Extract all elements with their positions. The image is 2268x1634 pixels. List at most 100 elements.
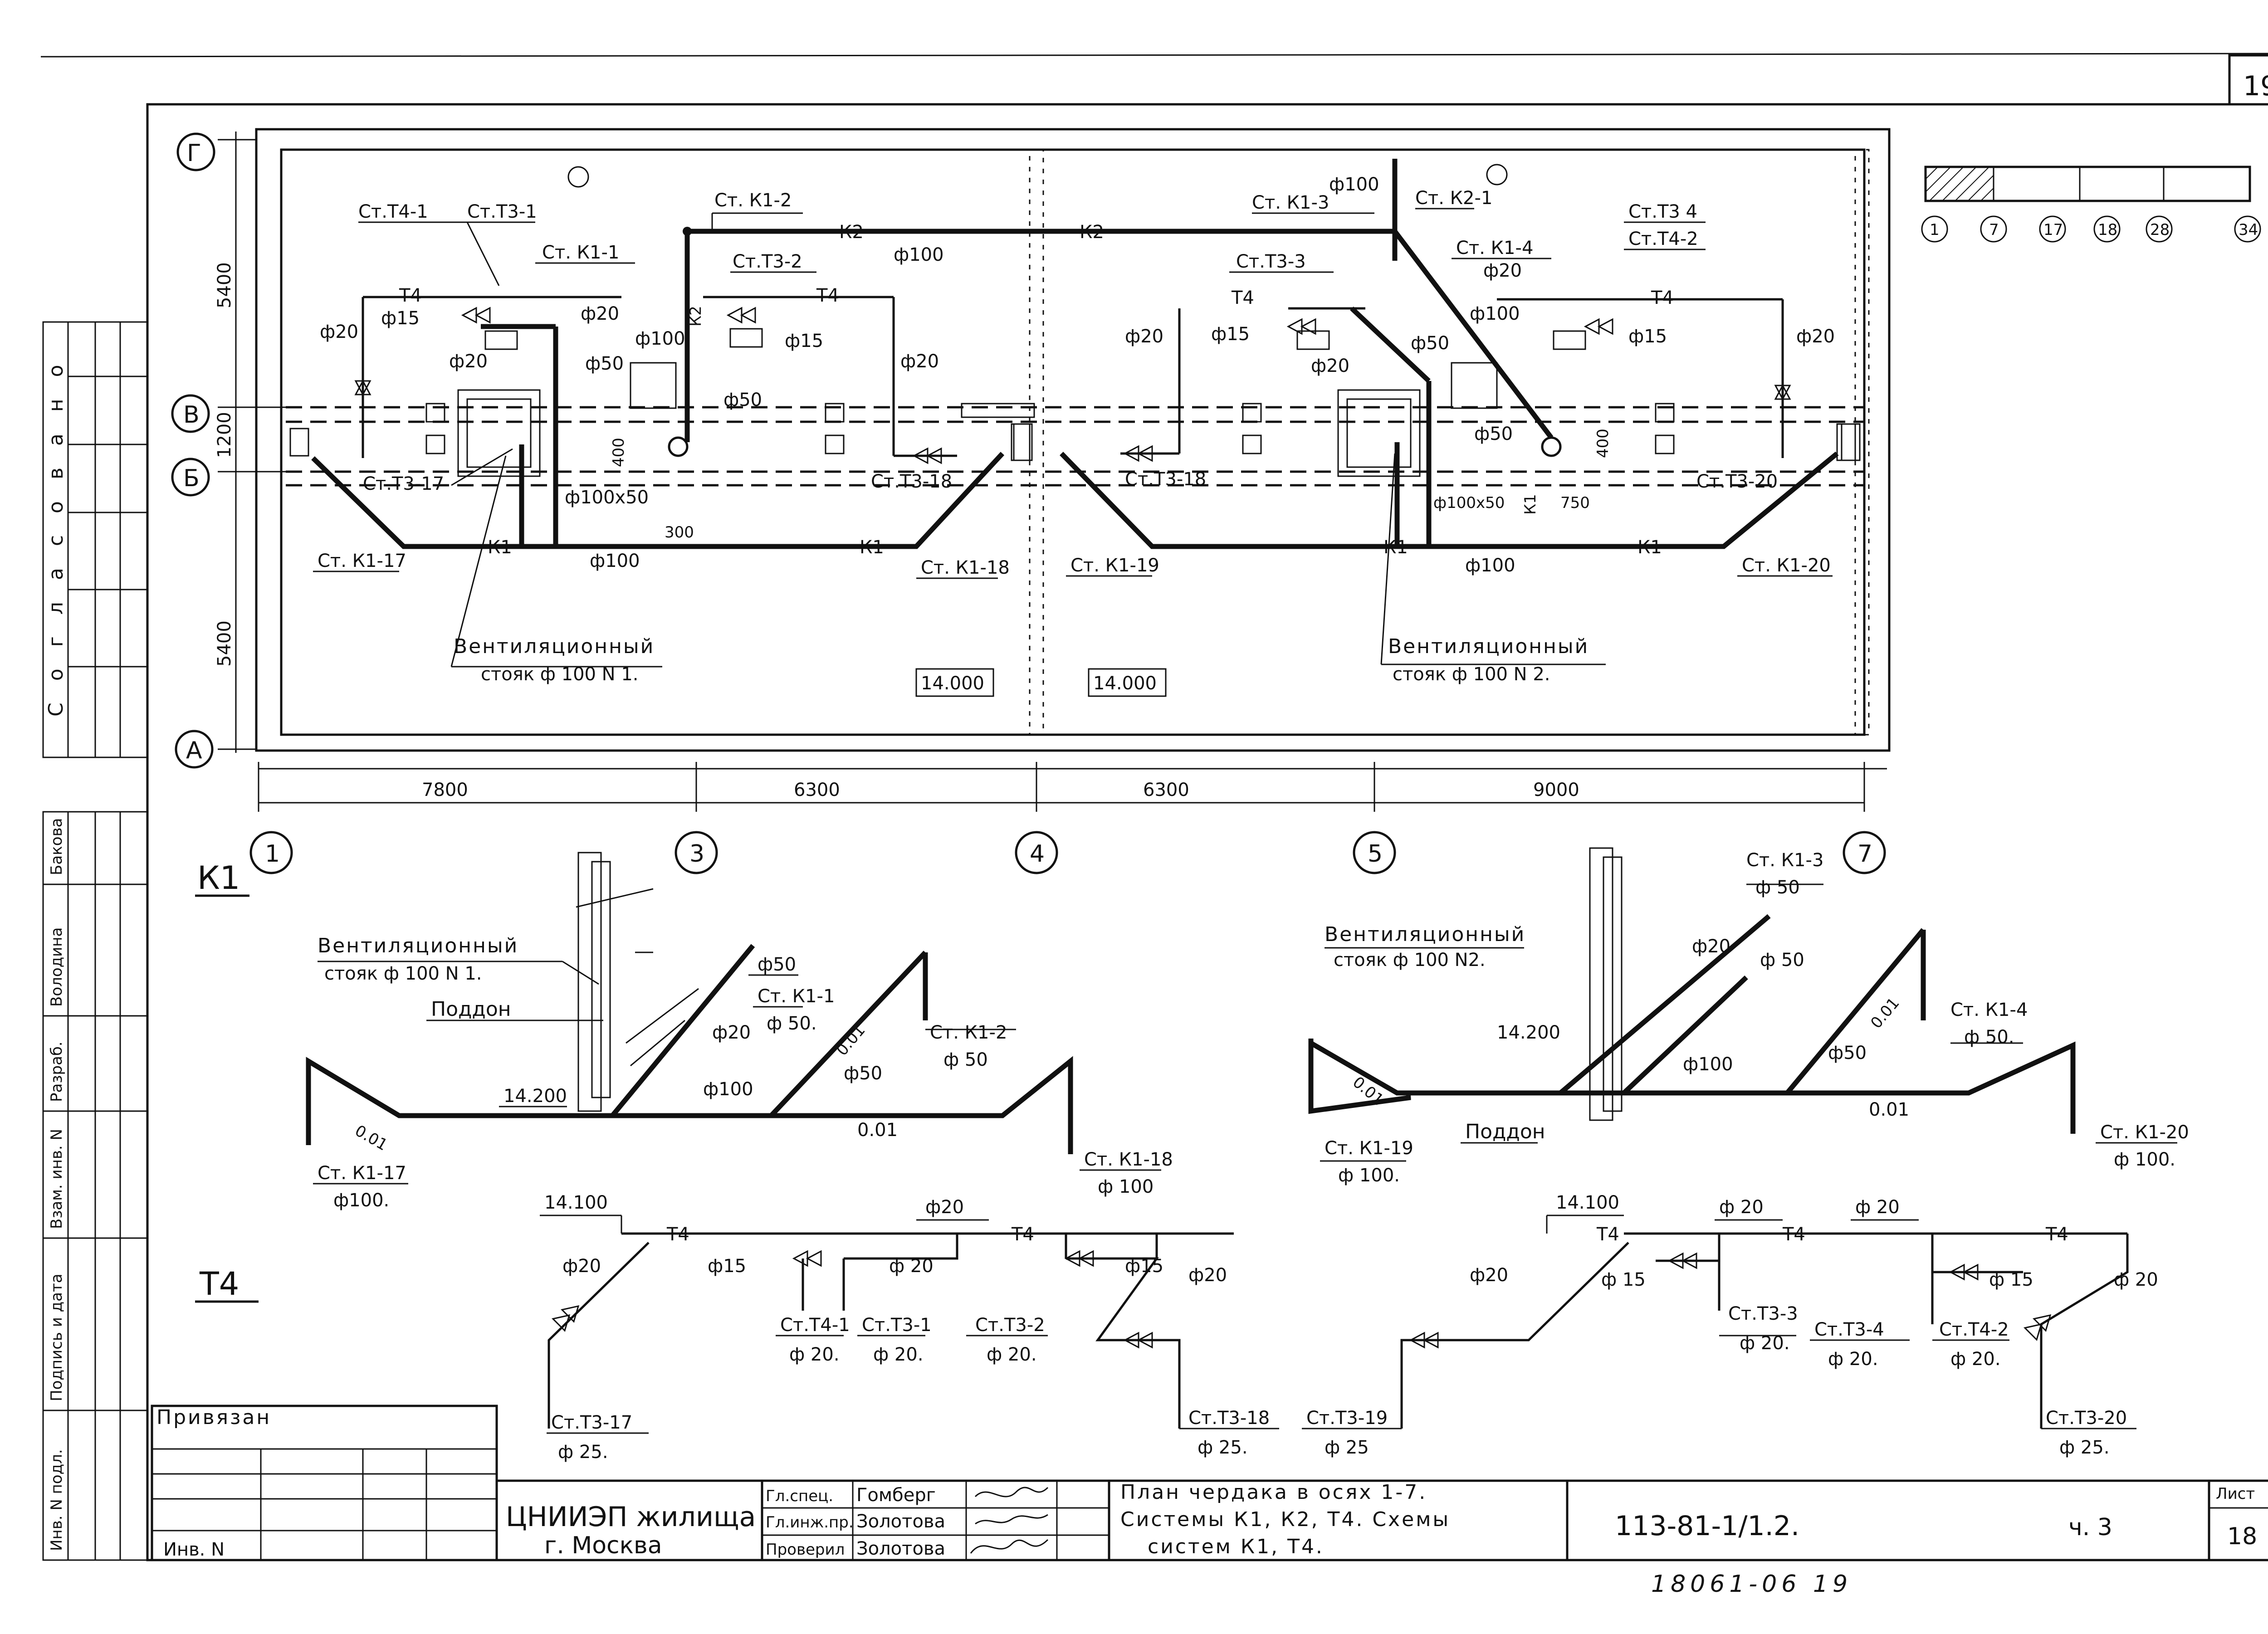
riser-label: Ст. К2-1 (1415, 188, 1492, 209)
side-stamp: Бакова Володина Разраб. Взам. инв. N Под… (42, 811, 148, 1561)
system-label: К2 (687, 306, 705, 327)
diameter-label: ф 100 (1098, 1176, 1154, 1197)
axis-row-label: А (186, 737, 202, 764)
organization-city: г. Москва (544, 1532, 662, 1559)
slope-label: 0.01 (352, 1122, 391, 1154)
plan-labels: Ст.Т4-1 Ст.Т3-1 Ст. К1-1 Ст. К1-2 Ст.Т3-… (318, 174, 2258, 694)
inv-orig-label: Инв. N подл. (48, 1449, 66, 1551)
elevation-label: 14.100 (1556, 1192, 1619, 1213)
riser-label: Ст.Т3-20 (2046, 1408, 2127, 1429)
riser-label: Ст. К1-18 (1084, 1149, 1173, 1170)
diameter-label: ф20 (1470, 1265, 1508, 1286)
diameter-label: ф 50. (1964, 1027, 2014, 1048)
riser-label: Ст. К1-19 (1070, 555, 1159, 576)
diameter-label: ф20 (1483, 260, 1522, 281)
diameter-label: ф100 (590, 551, 640, 571)
system-label: Т4 (1782, 1224, 1805, 1245)
attic-plan: Г В Б А 5400 1200 5400 7800 6300 6300 90… (171, 128, 2261, 874)
slope-label: 0.01 (833, 1021, 869, 1059)
axis-col-label: 3 (689, 840, 704, 868)
diameter-label: ф15 (381, 308, 420, 329)
slope-label: 0.01 (1869, 1099, 1909, 1120)
axis-bubble-icon (171, 394, 210, 433)
system-label: К2 (839, 222, 864, 243)
document-part: ч. 3 (2068, 1514, 2112, 1541)
diameter-label: ф20 (925, 1197, 964, 1218)
diameter-label: ф 25. (558, 1442, 608, 1463)
riser-label: Ст.Т4-1 (780, 1315, 850, 1336)
riser-label: Ст. К1-2 (714, 190, 792, 211)
tray-label: Поддон (1465, 1120, 1545, 1143)
approval-label: Согласовано (44, 343, 68, 717)
sheet-number: 18 (2227, 1523, 2257, 1550)
elevation-label: 14.000 (1093, 673, 1157, 694)
scheme-title: К1 (197, 859, 240, 897)
riser-label: Ст. К1-19 (1325, 1138, 1413, 1159)
valve-icon (552, 1250, 2052, 1349)
tray-label: Поддон (431, 998, 511, 1021)
axis-bubble-icon (176, 132, 215, 171)
developer-name: Володина (48, 927, 66, 1007)
person-name: Гомберг (856, 1485, 936, 1506)
riser-label: Ст. К1-4 (1456, 238, 1533, 259)
dimension-label: 400 (1594, 429, 1612, 458)
approval-strip: Согласовано (42, 321, 148, 758)
vent-riser-label: Вентиляционный (318, 934, 518, 957)
riser-label: Ст.Т3-4 (1814, 1319, 1884, 1340)
diameter-label: ф100 (635, 328, 685, 349)
diameter-label: ф50 (585, 353, 624, 374)
riser-label: Ст. К1-18 (921, 557, 1010, 578)
legend-cell: 7 (1989, 221, 1999, 239)
footer-number: 18061-06 19 (1651, 1571, 1852, 1598)
k1-scheme: К1 (195, 847, 2177, 1185)
col-dimension: 6300 (1143, 780, 1189, 800)
system-label: К1 (860, 537, 884, 558)
elevation-label: 14.000 (921, 673, 984, 694)
vent-riser-label: Вентиляционный (1325, 923, 1525, 946)
diameter-label: ф20 (449, 351, 488, 372)
system-label: Т4 (399, 285, 422, 306)
diameter-label: ф 25 (1325, 1437, 1369, 1458)
axis-bubble-icon (1015, 831, 1058, 874)
diameter-label: ф 15 (1601, 1269, 1646, 1290)
riser-label: Ст.Т4-1 (358, 201, 428, 222)
diameter-label: ф20 (581, 303, 619, 324)
diameter-label: ф100 (894, 244, 944, 265)
legend-cell: 17 (2043, 221, 2063, 239)
system-label: К1 (1383, 537, 1408, 558)
diameter-label: ф 20 (889, 1256, 934, 1277)
vent-riser-label: Вентиляционный (1388, 635, 1589, 658)
riser-label: Ст.Т3-1 (467, 201, 537, 222)
system-label: Т4 (1011, 1224, 1034, 1245)
axis-col-label: 4 (1030, 840, 1045, 868)
system-label: Т4 (1231, 288, 1254, 308)
system-label: Т4 (2045, 1224, 2068, 1245)
dimension-label: 750 (1560, 494, 1590, 512)
riser-label: Ст.Т3-17 (363, 473, 444, 494)
diameter-label: ф20 (1125, 326, 1163, 347)
document-code: 113-81-1/1.2. (1615, 1510, 1799, 1542)
title-block: Привязан Инв. N ЦНИИЭП жилища г. Москва … (151, 1405, 2268, 1598)
riser-label: Ст.Т3-19 (1306, 1408, 1388, 1429)
axis-bubble-icon (675, 831, 718, 874)
k1-scheme-labels: Вентиляционный стояк ф 100 N 1. Поддон 1… (318, 850, 2189, 1211)
system-label: К2 (1080, 222, 1104, 243)
riser-label: Ст. К1-4 (1950, 1000, 2028, 1020)
developer-label: Разраб. (48, 1041, 66, 1102)
diameter-label: ф 20 (2114, 1269, 2158, 1290)
riser-label: Ст. К1-2 (930, 1022, 1007, 1043)
riser-label: Ст.Т3-17 (551, 1412, 632, 1433)
diameter-label: ф 20. (1740, 1333, 1790, 1354)
riser-label: Ст.Т3-2 (975, 1315, 1045, 1336)
diameter-label: ф 20. (873, 1344, 924, 1365)
diameter-label: ф100 (1329, 174, 1379, 195)
diameter-label: ф 100. (2114, 1149, 2175, 1170)
diameter-label: ф100 (703, 1079, 753, 1100)
system-label: К1 (1637, 537, 1662, 558)
role-label: Гл.инж.пр. (766, 1513, 854, 1532)
hatched-legend-icon (1926, 167, 1994, 201)
diameter-label: ф15 (1628, 326, 1667, 347)
vent-riser-label: стояк ф 100 N2. (1334, 950, 1486, 971)
system-label: Т4 (1651, 288, 1674, 308)
diameter-label: ф20 (712, 1022, 751, 1043)
